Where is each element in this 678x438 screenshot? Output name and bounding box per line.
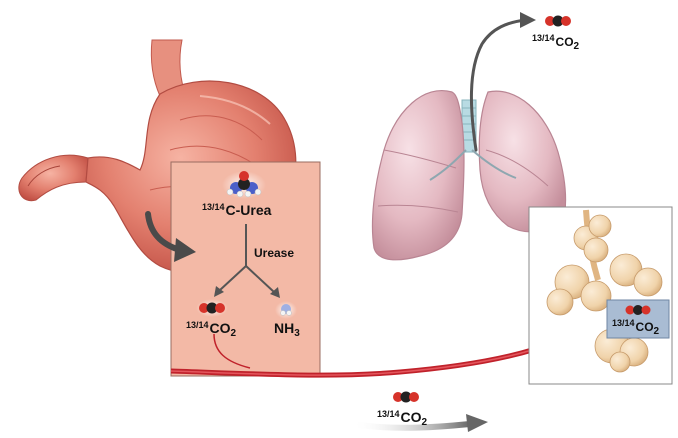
nh3-molecule-icon bbox=[275, 301, 297, 319]
co2-molecule-icon-blood bbox=[390, 388, 422, 406]
blood-flow-arrowhead bbox=[466, 414, 488, 432]
co2-molecule-icon-alveolus bbox=[626, 305, 651, 315]
co2-molecule-icon-breath bbox=[542, 12, 574, 30]
co2-alveolus-label: 13/14CO2 bbox=[612, 319, 659, 337]
urea-label: 13/14C-Urea bbox=[202, 203, 271, 217]
co2-gastric-label: 13/14CO2 bbox=[186, 321, 236, 339]
co2-breath-label: 13/14CO2 bbox=[532, 34, 579, 52]
nh3-label: NH3 bbox=[274, 321, 300, 339]
urease-enzyme-label: Urease bbox=[254, 247, 294, 259]
co2-molecule-icon-gastric bbox=[196, 299, 228, 317]
urea-molecule-icon bbox=[222, 171, 266, 199]
exhale-arrowhead bbox=[520, 12, 536, 28]
co2-blood-label: 13/14CO2 bbox=[377, 410, 427, 428]
